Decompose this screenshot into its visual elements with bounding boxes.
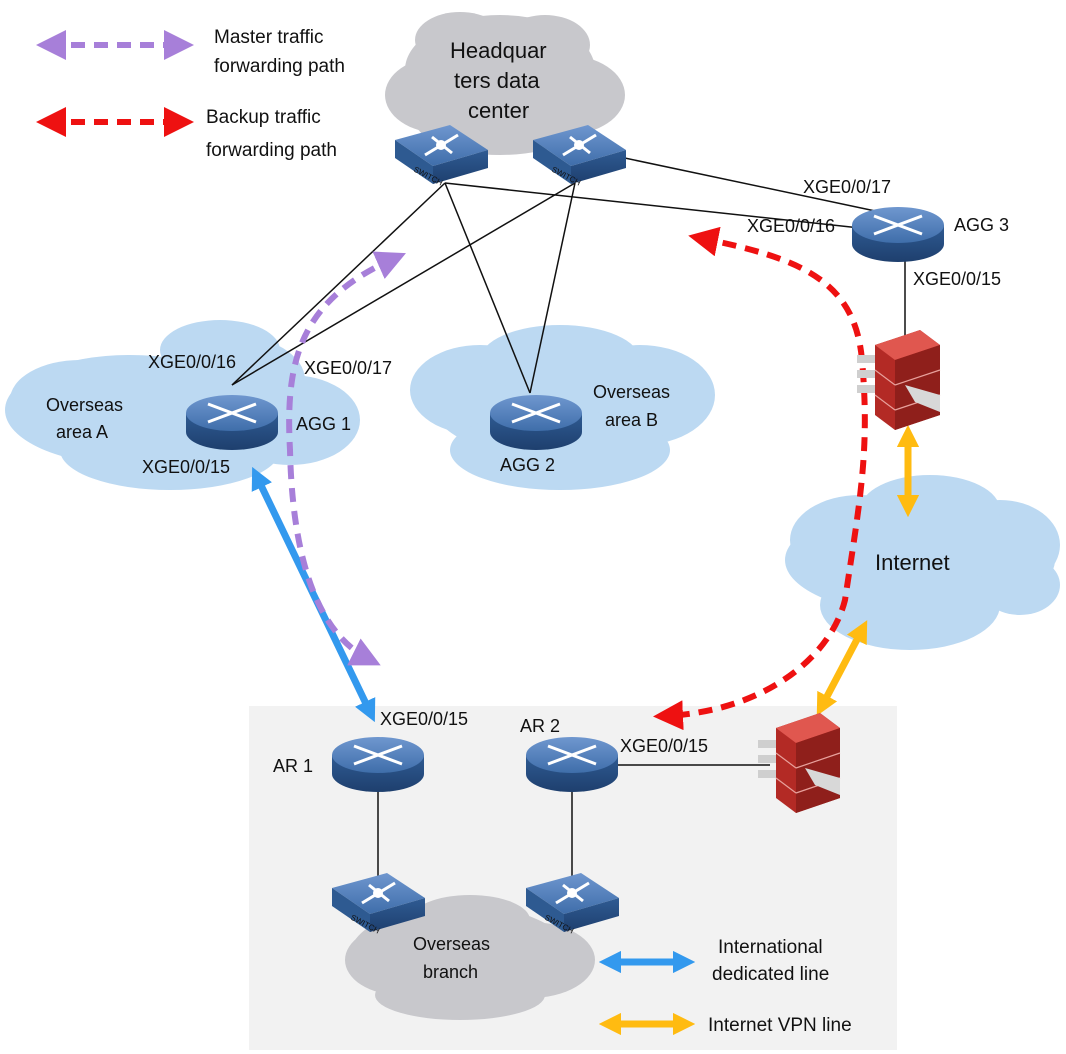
branch-cloud <box>345 895 595 1020</box>
area-b-label-2: area B <box>605 410 658 430</box>
agg3-xge15-label: XGE0/0/15 <box>913 269 1001 289</box>
agg1-xge16-label: XGE0/0/16 <box>148 352 236 372</box>
backup-traffic-path <box>653 226 868 731</box>
agg3-label: AGG 3 <box>954 215 1009 235</box>
area-b-label-1: Overseas <box>593 382 670 402</box>
agg2-label: AGG 2 <box>500 455 555 475</box>
hq-switch-2-icon: SWITCH <box>533 125 626 188</box>
agg1-router-icon <box>186 395 278 450</box>
agg3-xge16-label: XGE0/0/16 <box>747 216 835 236</box>
agg3-router-icon <box>852 207 944 262</box>
branch-switch-2-icon: SWITCH <box>526 873 619 936</box>
ar2-label: AR 2 <box>520 716 560 736</box>
ar1-label: AR 1 <box>273 756 313 776</box>
link-sw1-agg3 <box>444 182 861 229</box>
legend-international-label-2: dedicated line <box>712 964 829 985</box>
ar1-router-icon <box>332 737 424 792</box>
agg1-xge17-label: XGE0/0/17 <box>304 358 392 378</box>
internet-label: Internet <box>875 550 950 575</box>
legend-backup-label-2: forwarding path <box>206 140 337 161</box>
international-line-agg1-ar1 <box>251 466 376 723</box>
master-traffic-path <box>286 251 406 666</box>
ar2-router-icon <box>526 737 618 792</box>
hq-cloud-label-1: Headquar <box>450 38 547 63</box>
link-sw1-agg1 <box>231 182 446 386</box>
hq-cloud <box>385 12 625 155</box>
legend: Master traffic forwarding path Backup tr… <box>36 27 852 1036</box>
branch-firewall-icon <box>758 713 841 813</box>
connection-lines <box>231 156 906 880</box>
legend-master-label-2: forwarding path <box>214 56 345 77</box>
branch-label-1: Overseas <box>413 934 490 954</box>
vpn-line-internet-firewall <box>816 620 868 716</box>
area-a-label-2: area A <box>56 422 108 442</box>
agg3-xge17-label: XGE0/0/17 <box>803 177 891 197</box>
hq-cloud-label-3: center <box>468 98 529 123</box>
ar1-xge15-label: XGE0/0/15 <box>380 709 468 729</box>
link-sw2-agg2 <box>529 182 576 394</box>
legend-backup-label-1: Backup traffic <box>206 107 321 128</box>
ar2-xge15-label: XGE0/0/15 <box>620 736 708 756</box>
agg1-xge15-label: XGE0/0/15 <box>142 457 230 477</box>
agg2-router-icon <box>490 395 582 450</box>
agg1-label: AGG 1 <box>296 414 351 434</box>
legend-international-label-1: International <box>718 937 823 958</box>
hq-switch-1-icon: SWITCH <box>395 125 488 188</box>
legend-vpn-label: Internet VPN line <box>708 1015 852 1036</box>
link-sw2-agg3 <box>619 156 881 213</box>
hq-firewall-icon <box>857 330 941 430</box>
legend-master-label-1: Master traffic <box>214 27 323 48</box>
area-a-label-1: Overseas <box>46 395 123 415</box>
branch-label-2: branch <box>423 962 478 982</box>
hq-cloud-label-2: ters data <box>454 68 540 93</box>
link-sw1-agg2 <box>444 182 531 394</box>
